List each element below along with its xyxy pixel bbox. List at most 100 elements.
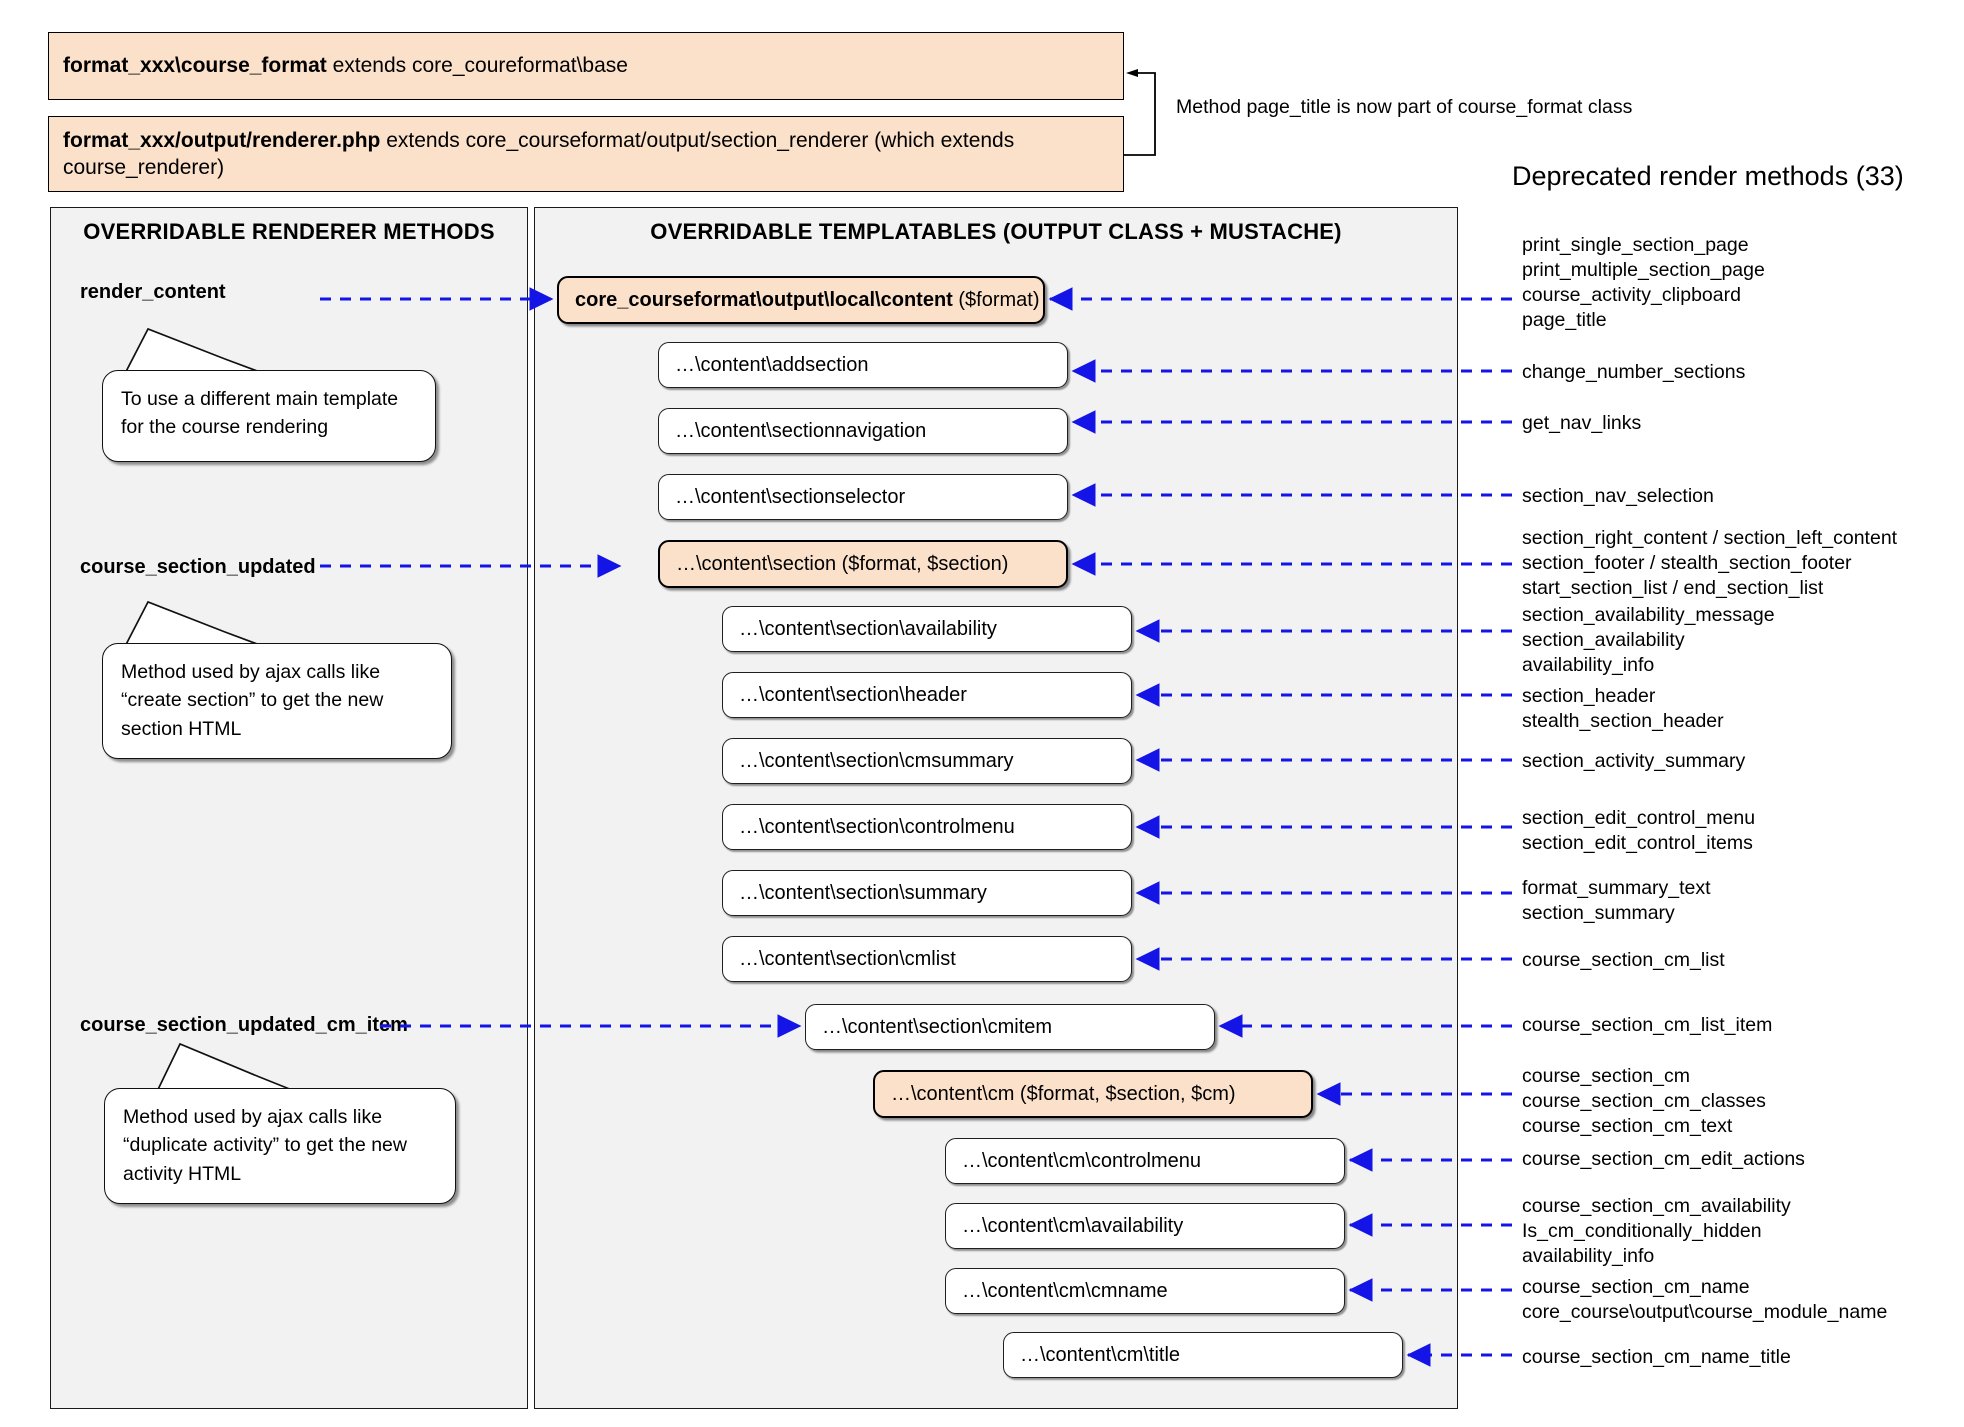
tbox-sectionselector[interactable]: …\content\sectionselector bbox=[658, 474, 1068, 520]
dep-line: section_activity_summary bbox=[1522, 750, 1746, 772]
dep-line: availability_info bbox=[1522, 1244, 1655, 1267]
dep-line: course_section_cm_edit_actions bbox=[1522, 1148, 1805, 1170]
tbox-5-text: …\content\section\availability bbox=[739, 617, 997, 640]
tbox-16-text: …\content\cm\title bbox=[1020, 1343, 1181, 1366]
dep-line: get_nav_links bbox=[1522, 412, 1642, 434]
tbox-section-controlmenu[interactable]: …\content\section\controlmenu bbox=[722, 804, 1132, 850]
tbox-0-bold: core_courseformat\output\local\content bbox=[575, 288, 953, 311]
dep-line: course_section_cm bbox=[1522, 1065, 1690, 1087]
tbox-section-summary[interactable]: …\content\section\summary bbox=[722, 870, 1132, 916]
tbox-section[interactable]: …\content\section ($format, $section) bbox=[658, 540, 1068, 588]
class-box-1-bold: format_xxx\course_format bbox=[63, 54, 327, 78]
callout-3-text: Method used by ajax calls like “duplicat… bbox=[123, 1106, 407, 1185]
tbox-10-text: …\content\section\cmlist bbox=[739, 947, 956, 970]
callout-course-section-updated-cm-item: Method used by ajax calls like “duplicat… bbox=[104, 1088, 456, 1204]
class-box-course-format: format_xxx\course_format extends core_co… bbox=[48, 32, 1124, 100]
dep-line: core_course\output\course_module_name bbox=[1522, 1300, 1888, 1323]
dep-group-13: course_section_cm_edit_actions bbox=[1522, 1147, 1805, 1172]
tbox-section-cmitem[interactable]: …\content\section\cmitem bbox=[805, 1004, 1215, 1050]
dep-group-3: section_nav_selection bbox=[1522, 484, 1714, 509]
tbox-4-text: …\content\section ($format, $section) bbox=[676, 552, 1009, 575]
tbox-cm-title[interactable]: …\content\cm\title bbox=[1003, 1332, 1403, 1378]
tbox-15-text: …\content\cm\cmname bbox=[962, 1279, 1168, 1302]
tbox-3-text: …\content\sectionselector bbox=[675, 485, 906, 508]
left-panel-title: OVERRIDABLE RENDERER METHODS bbox=[83, 219, 495, 244]
dep-group-11: course_section_cm_list_item bbox=[1522, 1013, 1772, 1038]
callout-2-text: Method used by ajax calls like “create s… bbox=[121, 661, 384, 740]
dep-group-16: course_section_cm_name_title bbox=[1522, 1345, 1791, 1370]
dep-line: course_section_cm_availability bbox=[1522, 1195, 1791, 1217]
tbox-addsection[interactable]: …\content\addsection bbox=[658, 342, 1068, 388]
callout-course-section-updated: Method used by ajax calls like “create s… bbox=[102, 643, 452, 759]
method-label-course-section-updated[interactable]: course_section_updated bbox=[80, 556, 316, 578]
tbox-section-header[interactable]: …\content\section\header bbox=[722, 672, 1132, 718]
callout-render-content: To use a different main template for the… bbox=[102, 370, 436, 462]
dep-line: section_nav_selection bbox=[1522, 485, 1714, 507]
center-panel-title: OVERRIDABLE TEMPLATABLES (OUTPUT CLASS +… bbox=[650, 219, 1342, 244]
dep-line: course_section_cm_name_title bbox=[1522, 1346, 1791, 1368]
dep-line: course_section_cm_name bbox=[1522, 1276, 1750, 1298]
tbox-8-text: …\content\section\controlmenu bbox=[739, 815, 1015, 838]
dep-line: section_right_content / section_left_con… bbox=[1522, 527, 1898, 549]
tbox-section-availability[interactable]: …\content\section\availability bbox=[722, 606, 1132, 652]
dep-line: print_single_section_page bbox=[1522, 234, 1749, 256]
tbox-2-text: …\content\sectionnavigation bbox=[675, 419, 927, 442]
tbox-content[interactable]: core_courseformat\output\local\content (… bbox=[557, 276, 1045, 324]
dep-line: course_activity_clipboard bbox=[1522, 283, 1741, 306]
tbox-section-cmsummary[interactable]: …\content\section\cmsummary bbox=[722, 738, 1132, 784]
class-box-renderer: format_xxx/output/renderer.php extends c… bbox=[48, 116, 1124, 192]
tbox-13-text: …\content\cm\controlmenu bbox=[962, 1149, 1201, 1172]
dep-line: section_edit_control_items bbox=[1522, 831, 1753, 854]
dep-line: start_section_list / end_section_list bbox=[1522, 576, 1824, 599]
dep-line: course_section_cm_list_item bbox=[1522, 1014, 1773, 1036]
tbox-9-text: …\content\section\summary bbox=[739, 881, 987, 904]
dep-line: format_summary_text bbox=[1522, 877, 1711, 899]
tbox-section-cmlist[interactable]: …\content\section\cmlist bbox=[722, 936, 1132, 982]
tbox-14-text: …\content\cm\availability bbox=[962, 1214, 1184, 1237]
tbox-12-text: …\content\cm ($format, $section, $cm) bbox=[891, 1082, 1236, 1105]
method-label-course-section-updated-cm-item[interactable]: course_section_updated_cm_item bbox=[80, 1014, 408, 1036]
dep-line: availability_info bbox=[1522, 653, 1655, 676]
dep-group-2: get_nav_links bbox=[1522, 411, 1641, 436]
tbox-1-text: …\content\addsection bbox=[675, 353, 869, 376]
dep-line: section_availability_message bbox=[1522, 604, 1775, 626]
dep-group-1: change_number_sections bbox=[1522, 360, 1745, 385]
deprecated-methods-title: Deprecated render methods (33) bbox=[1512, 161, 1904, 191]
page-title-note: Method page_title is now part of course_… bbox=[1176, 96, 1633, 118]
dep-group-4: section_right_content / section_left_con… bbox=[1522, 526, 1897, 601]
dep-line: page_title bbox=[1522, 308, 1607, 331]
dep-line: section_availability bbox=[1522, 628, 1685, 651]
tbox-0-rest: ($format) bbox=[952, 288, 1040, 311]
tbox-cm-controlmenu[interactable]: …\content\cm\controlmenu bbox=[945, 1138, 1345, 1184]
tbox-11-text: …\content\section\cmitem bbox=[822, 1015, 1053, 1038]
class-box-1-rest: extends core_coureformat\base bbox=[326, 54, 628, 78]
tbox-7-text: …\content\section\cmsummary bbox=[739, 749, 1014, 772]
class-box-2-rest: extends core_courseformat/output/section… bbox=[63, 129, 1015, 180]
dep-line: section_summary bbox=[1522, 901, 1675, 924]
dep-line: Is_cm_conditionally_hidden bbox=[1522, 1219, 1762, 1242]
tbox-cm-availability[interactable]: …\content\cm\availability bbox=[945, 1203, 1345, 1249]
tbox-cm[interactable]: …\content\cm ($format, $section, $cm) bbox=[873, 1070, 1313, 1118]
dep-line: stealth_section_header bbox=[1522, 709, 1724, 732]
dep-line: course_section_cm_list bbox=[1522, 949, 1725, 971]
tbox-sectionnavigation[interactable]: …\content\sectionnavigation bbox=[658, 408, 1068, 454]
callout-1-text: To use a different main template for the… bbox=[121, 388, 399, 439]
dep-line: section_footer / stealth_section_footer bbox=[1522, 551, 1852, 574]
dep-line: change_number_sections bbox=[1522, 361, 1746, 383]
tbox-6-text: …\content\section\header bbox=[739, 683, 967, 706]
dep-line: course_section_cm_text bbox=[1522, 1114, 1733, 1137]
dep-line: print_multiple_section_page bbox=[1522, 258, 1765, 281]
dep-line: course_section_cm_classes bbox=[1522, 1089, 1766, 1112]
dep-group-7: section_activity_summary bbox=[1522, 749, 1745, 774]
dep-line: section_edit_control_menu bbox=[1522, 807, 1756, 829]
method-label-render-content[interactable]: render_content bbox=[80, 281, 226, 303]
tbox-cm-cmname[interactable]: …\content\cm\cmname bbox=[945, 1268, 1345, 1314]
